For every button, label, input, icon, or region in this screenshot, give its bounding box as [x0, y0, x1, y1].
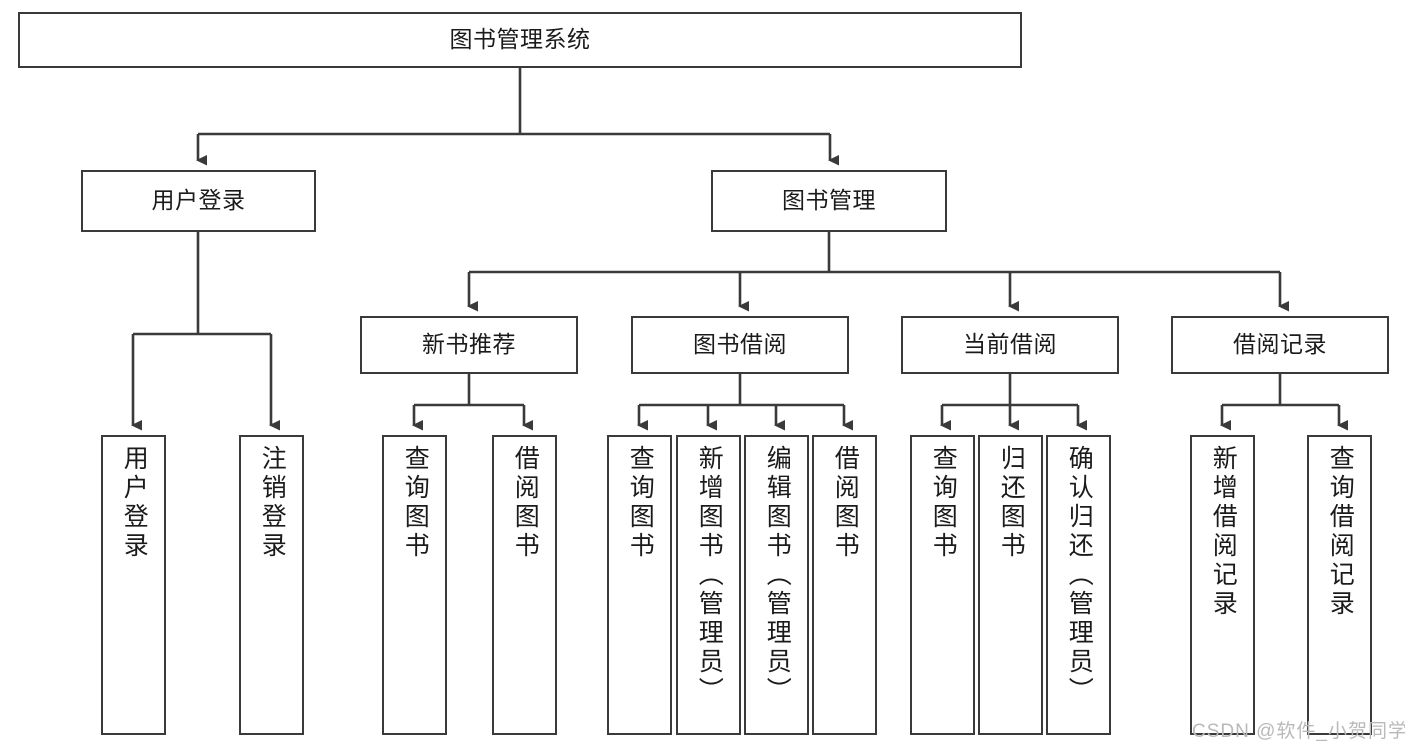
node-book-borrow[interactable]: 图书借阅 [631, 316, 849, 374]
node-book-management[interactable]: 图书管理 [711, 170, 947, 232]
leaf-user-logout[interactable]: 注销登录 [239, 435, 304, 735]
leaf-query-book-current[interactable]: 查询图书 [910, 435, 975, 735]
leaf-return-book[interactable]: 归还图书 [978, 435, 1043, 735]
node-borrow-records[interactable]: 借阅记录 [1171, 316, 1389, 374]
leaf-query-book[interactable]: 查询图书 [607, 435, 672, 735]
node-label: 用户登录 [151, 187, 246, 214]
node-root-system[interactable]: 图书管理系统 [18, 12, 1022, 68]
leaf-confirm-return-admin[interactable]: 确认归还（管理员） [1046, 435, 1111, 735]
node-label: 编辑图书（管理员） [763, 445, 792, 706]
node-label: 图书管理系统 [449, 26, 591, 53]
node-label: 新增图书（管理员） [695, 445, 724, 706]
node-label: 图书管理 [782, 187, 876, 214]
node-label: 新增借阅记录 [1209, 445, 1238, 619]
node-label: 借阅图书 [831, 445, 860, 561]
leaf-edit-book-admin[interactable]: 编辑图书（管理员） [744, 435, 809, 735]
node-label: 查询图书 [929, 445, 958, 561]
leaf-query-borrow-record[interactable]: 查询借阅记录 [1307, 435, 1372, 735]
node-label: 当前借阅 [963, 331, 1057, 358]
leaf-borrow-book[interactable]: 借阅图书 [812, 435, 877, 735]
node-label: 用户登录 [120, 445, 149, 561]
node-label: 查询借阅记录 [1326, 445, 1355, 619]
node-label: 图书借阅 [693, 331, 787, 358]
node-label: 新书推荐 [422, 331, 516, 358]
node-label: 借阅图书 [511, 445, 540, 561]
leaf-add-book-admin[interactable]: 新增图书（管理员） [676, 435, 741, 735]
leaf-borrow-book-new[interactable]: 借阅图书 [492, 435, 557, 735]
node-label: 查询图书 [626, 445, 655, 561]
node-label: 确认归还（管理员） [1065, 445, 1094, 706]
node-label: 归还图书 [997, 445, 1026, 561]
node-current-borrow[interactable]: 当前借阅 [901, 316, 1119, 374]
leaf-add-borrow-record[interactable]: 新增借阅记录 [1190, 435, 1255, 735]
node-label: 查询图书 [401, 445, 430, 561]
leaf-user-login[interactable]: 用户登录 [101, 435, 166, 735]
leaf-query-book-new[interactable]: 查询图书 [382, 435, 447, 735]
node-label: 注销登录 [258, 445, 287, 561]
node-label: 借阅记录 [1233, 331, 1327, 358]
node-new-book-recommend[interactable]: 新书推荐 [360, 316, 578, 374]
node-user-login[interactable]: 用户登录 [81, 170, 316, 232]
